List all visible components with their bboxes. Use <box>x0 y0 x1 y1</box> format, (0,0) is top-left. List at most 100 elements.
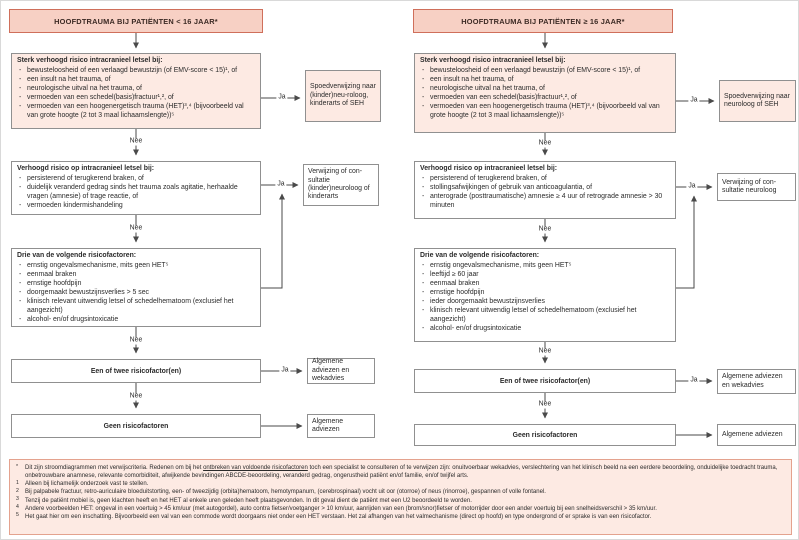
risk-item: duidelijk veranderd gedrag sinds het tra… <box>17 184 255 202</box>
footnote-marker: 5 <box>16 512 19 519</box>
ja-label: Ja <box>279 366 291 375</box>
footnote-marker: * <box>16 463 19 470</box>
left-three-factors-box: Drie van de volgende risicofactoren: ern… <box>11 248 261 327</box>
ja-label: Ja <box>688 96 700 105</box>
right-referral-consultation-label: Verwijzing of con-sultatie neuroloog <box>722 178 777 194</box>
left-referral-consultation-box: Verwijzing of con-sultatie (kinder)neuro… <box>303 164 379 206</box>
underlined-phrase: ontbreken van voldoende risicofactoren <box>203 465 308 471</box>
right-elevated-risk-list: persisterend of terugkerend braken, ofst… <box>420 175 670 211</box>
right-advice-wake-box: Algemene adviezen en wekadvies <box>717 369 796 394</box>
footnote-marker: 3 <box>16 496 19 503</box>
risk-item: bewusteloosheid of een verlaagd bewustzi… <box>420 67 670 76</box>
footnote-3: 3 Tenzij de patiënt mobiel is, geen klac… <box>16 496 785 505</box>
ja-label: Ja <box>686 182 698 191</box>
nee-label: Nee <box>536 225 554 234</box>
left-strong-risk-list: bewusteloosheid of een verlaagd bewustzi… <box>17 67 255 121</box>
footnote-text: Andere voorbeelden HET: ongeval in een v… <box>25 505 657 512</box>
ja-label: Ja <box>688 376 700 385</box>
footnote-asterisk: * Dit zijn stroomdiagrammen met verwijsc… <box>16 464 785 480</box>
risk-item: neurologische uitval na het trauma, of <box>17 85 255 94</box>
nee-label: Nee <box>536 400 554 409</box>
right-strong-risk-box: Sterk verhoogd risico intracranieel lets… <box>414 53 676 133</box>
nee-label: Nee <box>127 392 145 401</box>
right-urgent-referral-box: Spoedverwijzing naar neuroloog of SEH <box>719 80 796 122</box>
left-title: HOOFDTRAUMA BIJ PATIËNTEN < 16 JAAR* <box>9 9 263 33</box>
footnote-marker: 2 <box>16 487 19 494</box>
footnote-text: Dit zijn stroomdiagrammen met verwijscri… <box>25 465 778 480</box>
risk-item: persisterend of terugkerend braken, of <box>420 175 670 184</box>
risk-item: neurologische uitval na het trauma, of <box>420 85 670 94</box>
left-three-factors-list: ernstig ongevalsmechanisme, mits geen HE… <box>17 262 255 325</box>
left-urgent-referral-box: Spoedverwijzing naar (kinder)neu-roloog,… <box>305 70 381 122</box>
footnotes-box: * Dit zijn stroomdiagrammen met verwijsc… <box>9 459 792 535</box>
risk-item: ernstig ongevalsmechanisme, mits geen HE… <box>17 262 255 271</box>
right-advice-label: Algemene adviezen <box>722 430 783 438</box>
risk-item: klinisch relevant uitwendig letsel of sc… <box>17 298 255 316</box>
left-strong-risk-box: Sterk verhoogd risico intracranieel lets… <box>11 53 261 129</box>
left-no-factors-box: Geen risicofactoren <box>11 414 261 438</box>
risk-item: leeftijd ≥ 60 jaar <box>420 271 670 280</box>
right-three-factors-header: Drie van de volgende risicofactoren: <box>420 252 540 259</box>
footnote-text: Bij palpabele fractuur, retro-auriculair… <box>25 489 546 496</box>
risk-item: persisterend of terugkerend braken, of <box>17 175 255 184</box>
footnote-4: 4 Andere voorbeelden HET: ongeval in een… <box>16 504 785 513</box>
right-title-label: HOOFDTRAUMA BIJ PATIËNTEN ≥ 16 JAAR* <box>461 16 625 26</box>
right-three-factors-list: ernstig ongevalsmechanisme, mits geen HE… <box>420 262 670 334</box>
footnote-text: Het gaat hier om een inschatting. Bijvoo… <box>25 513 652 520</box>
left-advice-wake-label: Algemene adviezen en wekadvies <box>312 358 350 383</box>
footnote-5: 5 Het gaat hier om een inschatting. Bijv… <box>16 512 785 521</box>
risk-item: vermoeden van een schedel(basis)fractuur… <box>17 94 255 103</box>
footnote-1: 1 Alleen bij lichamelijk onderzoek vast … <box>16 480 785 488</box>
right-advice-box: Algemene adviezen <box>717 424 796 446</box>
ja-label: Ja <box>276 93 288 102</box>
nee-label: Nee <box>536 347 554 356</box>
footnote-text: Tenzij de patiënt mobiel is, geen klacht… <box>25 497 472 504</box>
risk-item: doorgemaakt bewustzijnsverlies > 5 sec <box>17 289 255 298</box>
left-advice-wake-box: Algemene adviezen en wekadvies <box>307 358 375 384</box>
right-elevated-risk-header: Verhoogd risico op intracranieel letsel … <box>420 165 558 172</box>
left-advice-label: Algemene adviezen <box>312 417 344 433</box>
footnote-marker: 1 <box>16 479 19 486</box>
footnote-2: 2 Bij palpabele fractuur, retro-auricula… <box>16 488 785 496</box>
left-strong-risk-header: Sterk verhoogd risico intracranieel lets… <box>17 57 163 64</box>
nee-label: Nee <box>127 336 145 345</box>
right-strong-risk-header: Sterk verhoogd risico intracranieel lets… <box>420 57 566 64</box>
risk-item: alcohol- en/of drugsintoxicatie <box>17 316 255 325</box>
risk-item: ernstige hoofdpijn <box>420 289 670 298</box>
left-elevated-risk-header: Verhoogd risico op intracranieel letsel … <box>17 165 155 172</box>
right-one-two-factors-box: Een of twee risicofactor(en) <box>414 369 676 393</box>
left-urgent-referral-label: Spoedverwijzing naar (kinder)neu-roloog,… <box>310 83 376 108</box>
risk-item: eenmaal braken <box>420 280 670 289</box>
risk-item: bewusteloosheid of een verlaagd bewustzi… <box>17 67 255 76</box>
left-three-factors-header: Drie van de volgende risicofactoren: <box>17 252 137 259</box>
risk-item: klinisch relevant uitwendig letsel of sc… <box>420 307 670 325</box>
right-urgent-referral-label: Spoedverwijzing naar neuroloog of SEH <box>724 92 790 108</box>
left-title-label: HOOFDTRAUMA BIJ PATIËNTEN < 16 JAAR* <box>54 16 218 26</box>
left-referral-consultation-label: Verwijzing of con-sultatie (kinder)neuro… <box>308 168 370 201</box>
right-advice-wake-label: Algemene adviezen en wekadvies <box>722 373 783 389</box>
risk-item: vermoeden van een schedel(basis)fractuur… <box>420 94 670 103</box>
risk-item: stollingsafwijkingen of gebruik van anti… <box>420 184 670 193</box>
risk-item: een insult na het trauma, of <box>420 76 670 85</box>
risk-item: ernstige hoofdpijn <box>17 280 255 289</box>
footnote-marker: 4 <box>16 504 19 511</box>
nee-label: Nee <box>536 139 554 148</box>
risk-item: eenmaal braken <box>17 271 255 280</box>
nee-label: Nee <box>127 224 145 233</box>
risk-item: ernstig ongevalsmechanisme, mits geen HE… <box>420 262 670 271</box>
risk-item: anterograde (posttraumatische) amnesie ≥… <box>420 193 670 211</box>
risk-item: ieder doorgemaakt bewustzijnsverlies <box>420 298 670 307</box>
left-elevated-risk-box: Verhoogd risico op intracranieel letsel … <box>11 161 261 215</box>
nee-label: Nee <box>127 137 145 146</box>
left-elevated-risk-list: persisterend of terugkerend braken, ofdu… <box>17 175 255 211</box>
arrow-r-three-referral <box>676 195 697 289</box>
left-one-two-factors-box: Een of twee risicofactor(en) <box>11 359 261 383</box>
risk-item: vermoeden kindermishandeling <box>17 202 255 211</box>
right-three-factors-box: Drie van de volgende risicofactoren: ern… <box>414 248 676 342</box>
right-no-factors-box: Geen risicofactoren <box>414 424 676 446</box>
right-referral-consultation-box: Verwijzing of con-sultatie neuroloog <box>717 173 796 201</box>
right-elevated-risk-box: Verhoogd risico op intracranieel letsel … <box>414 161 676 219</box>
left-advice-box: Algemene adviezen <box>307 414 375 438</box>
ja-label: Ja <box>275 180 287 189</box>
